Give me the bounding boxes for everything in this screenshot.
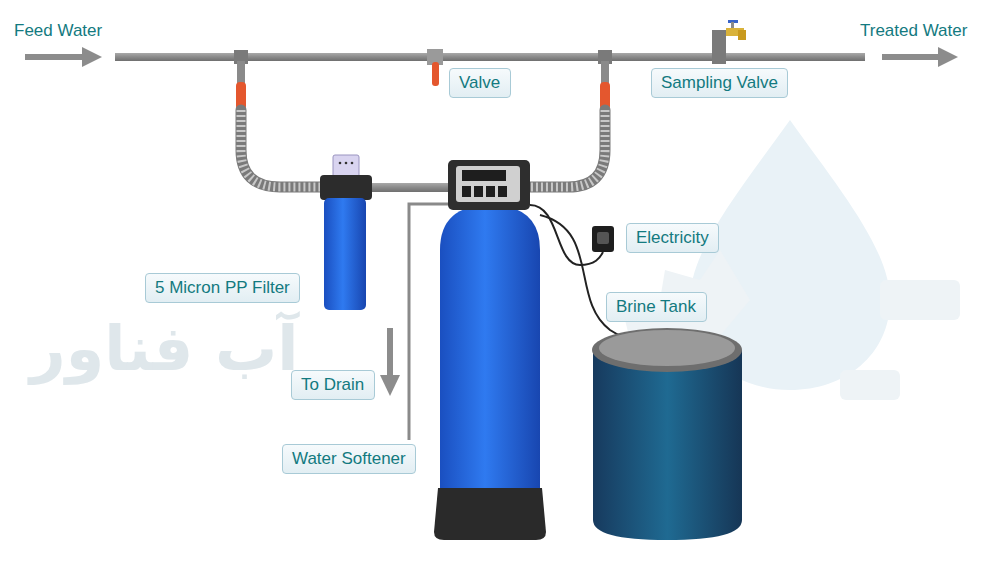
callout-box: Electricity [626,223,719,253]
flex-hose [241,110,605,187]
power-plug [530,205,614,265]
flow-label: Treated Water [860,21,967,41]
callout-label: Brine Tank [616,297,697,317]
watermark: آب فناور [30,312,299,385]
main-pipe [115,53,865,61]
sampling-faucet [726,20,746,40]
flow-arrow [25,47,958,67]
bypass-valve [427,49,443,86]
control-valve [448,160,530,210]
callout-box: Water Softener [282,444,416,474]
callout-label: Sampling Valve [661,73,778,93]
callout-box: 5 Micron PP Filter [145,273,300,303]
pp-filter [320,155,450,310]
flow-label: Feed Water [14,21,102,41]
tee-fitting [234,30,726,64]
callout-label: Valve [459,73,501,93]
callout-label: To Drain [301,375,365,395]
softener-tank [434,205,546,540]
callout-label: Electricity [636,228,709,248]
callout-label: 5 Micron PP Filter [155,278,290,298]
branch-valve [236,61,610,110]
callout-box: To Drain [291,370,375,400]
drain-line [380,204,450,440]
callout-box: Valve [449,68,511,98]
callout-box: Brine Tank [606,292,707,322]
callout-box: Sampling Valve [651,68,788,98]
callout-label: Water Softener [292,449,406,469]
brine-tank [592,328,742,540]
